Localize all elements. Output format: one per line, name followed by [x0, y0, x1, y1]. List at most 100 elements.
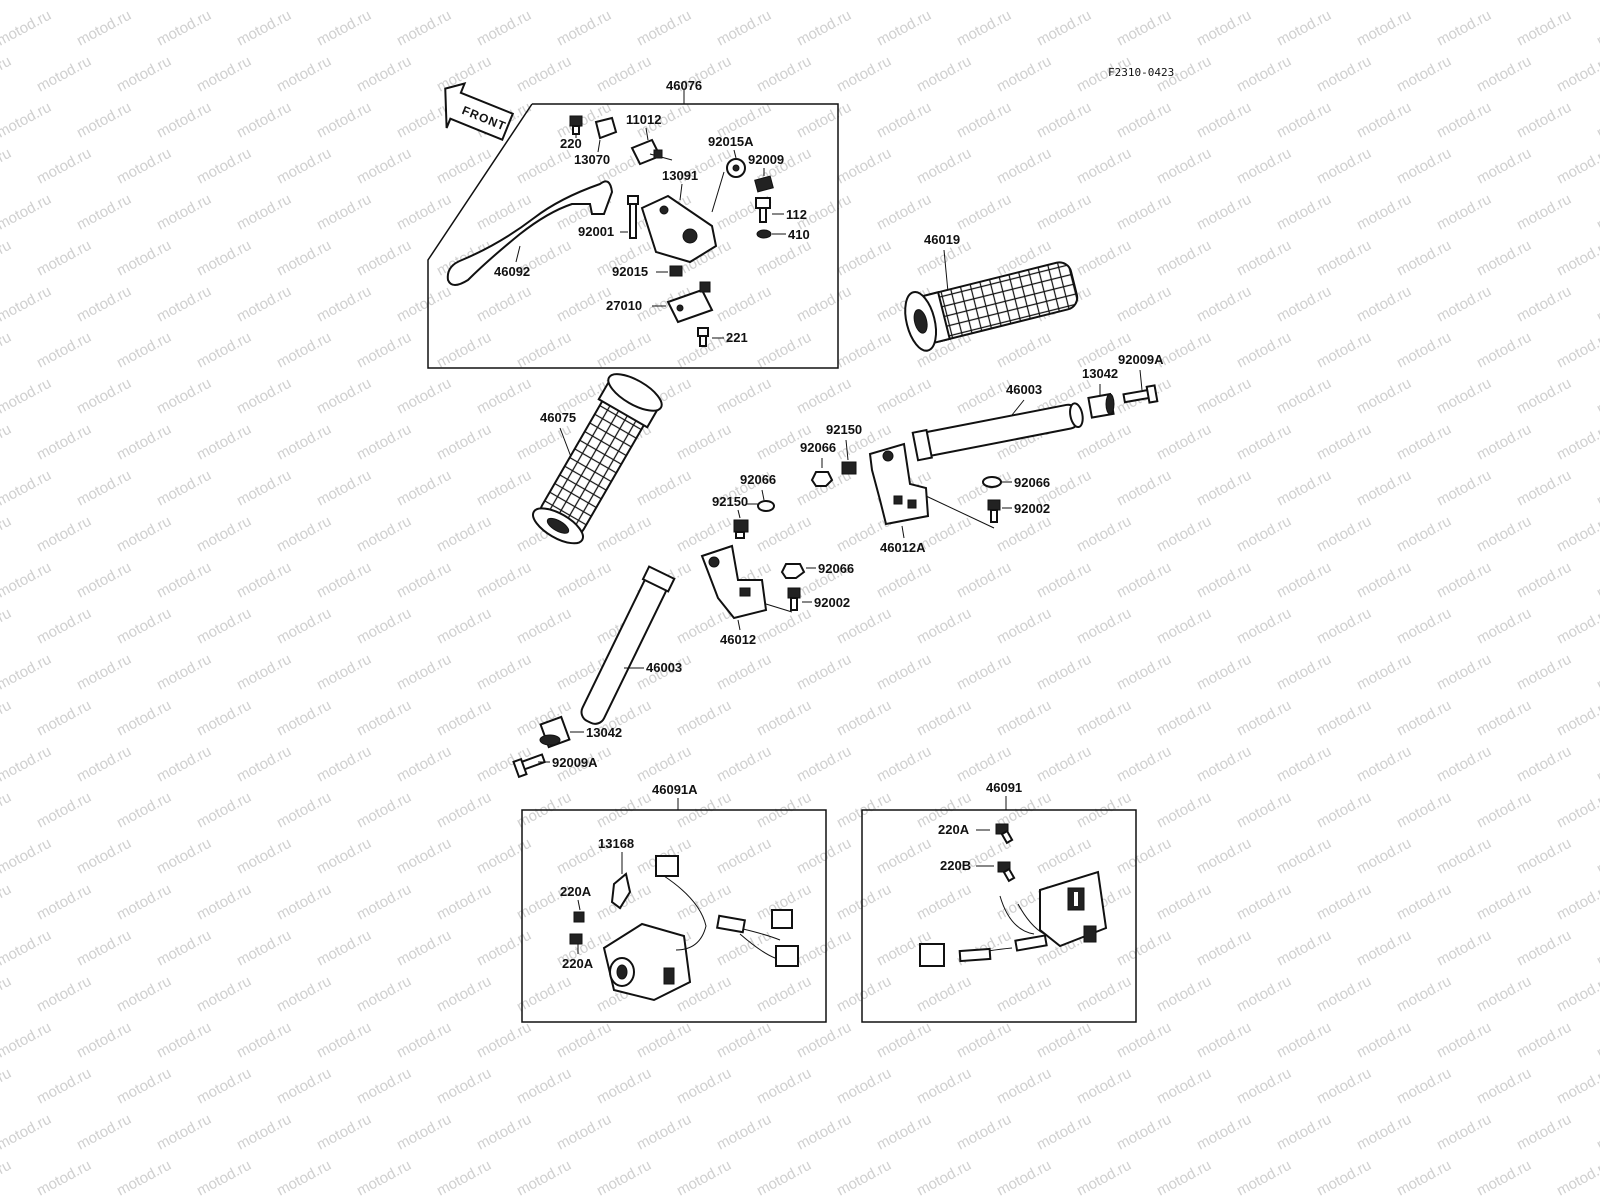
- watermark-text: motod.ru: [1394, 1065, 1454, 1108]
- watermark-text: motod.ru: [274, 1157, 334, 1200]
- watermark-text: motod.ru: [1194, 191, 1254, 234]
- watermark-text: motod.ru: [994, 0, 1054, 4]
- watermark-text: motod.ru: [34, 605, 94, 648]
- watermark-text: motod.ru: [474, 7, 534, 50]
- watermark-text: motod.ru: [594, 1157, 654, 1200]
- label-92009-top: 92009: [748, 152, 784, 167]
- watermark-text: motod.ru: [0, 835, 54, 878]
- watermark-text: motod.ru: [954, 651, 1014, 694]
- watermark-text: motod.ru: [194, 421, 254, 464]
- watermark-text: motod.ru: [1474, 145, 1534, 188]
- watermark-text: motod.ru: [0, 421, 14, 464]
- watermark-text: motod.ru: [1514, 1019, 1574, 1062]
- watermark-text: motod.ru: [434, 329, 494, 372]
- watermark-text: motod.ru: [994, 53, 1054, 96]
- watermark-text: motod.ru: [1554, 605, 1600, 648]
- watermark-text: motod.ru: [394, 927, 454, 970]
- label-92015: 92015: [612, 264, 648, 279]
- watermark-text: motod.ru: [914, 53, 974, 96]
- clip-13168-icon: [610, 872, 632, 910]
- watermark-text: motod.ru: [1114, 467, 1174, 510]
- watermark-text: motod.ru: [234, 1019, 294, 1062]
- watermark-text: motod.ru: [514, 329, 574, 372]
- watermark-text: motod.ru: [114, 973, 174, 1016]
- watermark-text: motod.ru: [394, 375, 454, 418]
- watermark-text: motod.ru: [714, 835, 774, 878]
- watermark-text: motod.ru: [394, 7, 454, 50]
- watermark-text: motod.ru: [1154, 881, 1214, 924]
- watermark-text: motod.ru: [474, 1111, 534, 1154]
- watermark-text: motod.ru: [114, 329, 174, 372]
- watermark-text: motod.ru: [714, 7, 774, 50]
- watermark-text: motod.ru: [714, 743, 774, 786]
- watermark-text: motod.ru: [1434, 1019, 1494, 1062]
- watermark-text: motod.ru: [954, 559, 1014, 602]
- watermark-text: motod.ru: [794, 651, 854, 694]
- watermark-text: motod.ru: [714, 927, 774, 970]
- group-label-46091: 46091: [986, 780, 1022, 795]
- watermark-text: motod.ru: [834, 1065, 894, 1108]
- watermark-text: motod.ru: [1194, 375, 1254, 418]
- watermark-text: motod.ru: [1434, 467, 1494, 510]
- watermark-text: motod.ru: [1594, 835, 1600, 878]
- label-46075: 46075: [540, 410, 576, 425]
- watermark-text: motod.ru: [1274, 283, 1334, 326]
- watermark-text: motod.ru: [1554, 973, 1600, 1016]
- nut-92015-icon: [669, 265, 683, 277]
- nut-92066-right-a-icon: [810, 471, 834, 487]
- watermark-text: motod.ru: [554, 559, 614, 602]
- watermark-text: motod.ru: [1234, 237, 1294, 280]
- watermark-text: motod.ru: [1314, 329, 1374, 372]
- watermark-text: motod.ru: [1434, 375, 1494, 418]
- watermark-text: motod.ru: [1074, 0, 1134, 4]
- watermark-text: motod.ru: [674, 421, 734, 464]
- watermark-text: motod.ru: [874, 375, 934, 418]
- watermark-text: motod.ru: [1354, 283, 1414, 326]
- watermark-text: motod.ru: [1234, 329, 1294, 372]
- watermark-text: motod.ru: [1474, 513, 1534, 556]
- watermark-text: motod.ru: [1554, 1065, 1600, 1108]
- label-92001: 92001: [578, 224, 614, 239]
- watermark-text: motod.ru: [1314, 513, 1374, 556]
- watermark-text: motod.ru: [714, 283, 774, 326]
- front-arrow-icon: FRONT: [444, 82, 515, 142]
- watermark-text: motod.ru: [274, 329, 334, 372]
- watermark-text: motod.ru: [154, 743, 214, 786]
- watermark-text: motod.ru: [1034, 1019, 1094, 1062]
- watermark-text: motod.ru: [1594, 283, 1600, 326]
- watermark-text: motod.ru: [1034, 835, 1094, 878]
- watermark-text: motod.ru: [474, 559, 534, 602]
- watermark-text: motod.ru: [474, 651, 534, 694]
- watermark-text: motod.ru: [1354, 375, 1414, 418]
- watermark-text: motod.ru: [874, 1019, 934, 1062]
- watermark-text: motod.ru: [354, 329, 414, 372]
- watermark-text: motod.ru: [1474, 1157, 1534, 1200]
- watermark-text: motod.ru: [754, 0, 814, 4]
- watermark-text: motod.ru: [274, 789, 334, 832]
- watermark-text: motod.ru: [154, 927, 214, 970]
- watermark-text: motod.ru: [1514, 835, 1574, 878]
- watermark-text: motod.ru: [914, 605, 974, 648]
- watermark-text: motod.ru: [114, 513, 174, 556]
- watermark-text: motod.ru: [714, 651, 774, 694]
- watermark-text: motod.ru: [674, 1065, 734, 1108]
- label-13042-right: 13042: [1082, 366, 1118, 381]
- watermark-text: motod.ru: [1114, 283, 1174, 326]
- label-13042-left: 13042: [586, 725, 622, 740]
- watermark-text: motod.ru: [1114, 835, 1174, 878]
- watermark-text: motod.ru: [1314, 145, 1374, 188]
- watermark-text: motod.ru: [154, 191, 214, 234]
- watermark-text: motod.ru: [594, 1065, 654, 1108]
- watermark-text: motod.ru: [354, 1157, 414, 1200]
- watermark-text: motod.ru: [954, 1019, 1014, 1062]
- watermark-text: motod.ru: [1354, 467, 1414, 510]
- watermark-text: motod.ru: [394, 283, 454, 326]
- watermark-text: motod.ru: [314, 7, 374, 50]
- watermark-text: motod.ru: [1154, 513, 1214, 556]
- lever-holder-13070-icon: [594, 116, 618, 140]
- watermark-text: motod.ru: [1234, 881, 1294, 924]
- watermark-text: motod.ru: [1394, 329, 1454, 372]
- watermark-text: motod.ru: [1034, 191, 1094, 234]
- watermark-text: motod.ru: [634, 743, 694, 786]
- watermark-text: motod.ru: [314, 743, 374, 786]
